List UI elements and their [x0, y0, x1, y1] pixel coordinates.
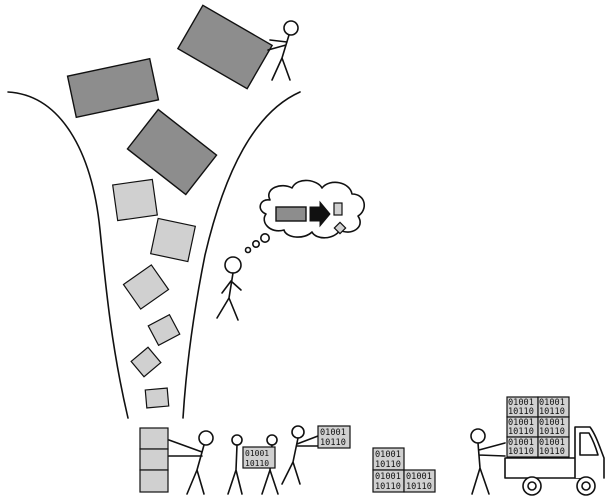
thought-dot-3 [261, 234, 269, 242]
medium-box-1 [113, 179, 158, 220]
stacking-figure [140, 428, 213, 494]
ground-left-row-1: 01001 [375, 472, 401, 482]
stack-box-3 [140, 470, 168, 492]
stack-box-1 [140, 428, 168, 449]
lifting-figure: 01001 10110 [282, 426, 350, 484]
small-box-1 [148, 315, 180, 346]
truck-wheel-rear [523, 477, 541, 495]
ground-left-row-2: 10110 [375, 482, 401, 492]
sorter-head [232, 435, 242, 445]
binary-ground-stack: 01001 10110 01001 10110 01001 10110 [373, 448, 435, 492]
funnel-left-wall [8, 92, 128, 418]
small-box-2 [131, 347, 161, 376]
truck-bed [505, 458, 585, 478]
cargo-6-row-2: 10110 [539, 447, 565, 457]
thought-box [276, 207, 306, 221]
cargo-4-row-2: 10110 [539, 427, 565, 437]
lifter-head [292, 426, 304, 438]
medium-box-3 [123, 265, 168, 309]
ground-top-row-1: 01001 [375, 450, 401, 460]
thinking-figure [217, 180, 364, 320]
stacker-head [199, 431, 213, 445]
binary-held-row-2: 10110 [245, 459, 269, 468]
sorting-figure: 01001 10110 [228, 435, 278, 494]
loader-head [471, 429, 485, 443]
medium-box-2 [151, 218, 196, 261]
pusher-head [284, 21, 298, 35]
sorter-2-head [267, 435, 277, 445]
truck-cargo: 01001 10110 01001 10110 01001 10110 0100… [507, 397, 569, 457]
falling-boxes [68, 5, 273, 408]
pusher-figure [268, 21, 298, 80]
thought-dot-1 [246, 248, 251, 253]
cargo-5-row-2: 10110 [508, 447, 534, 457]
binary-raised-row-1: 01001 [320, 428, 346, 438]
funnel-right-wall [183, 92, 300, 418]
truck-wheel-front [577, 477, 595, 495]
truck: 01001 10110 01001 10110 01001 10110 0100… [505, 397, 604, 495]
cargo-1-row-2: 10110 [508, 407, 534, 417]
cargo-3-row-2: 10110 [508, 427, 534, 437]
large-box-upper [68, 59, 159, 118]
binary-raised-row-2: 10110 [320, 438, 346, 448]
ground-top-row-2: 10110 [375, 460, 401, 470]
stack-box-2 [140, 449, 168, 470]
thought-dot-2 [253, 241, 259, 247]
small-box-3 [145, 388, 168, 408]
ground-right-row-2: 10110 [406, 482, 432, 492]
thought-small-box-1 [334, 203, 342, 215]
ground-right-row-1: 01001 [406, 472, 432, 482]
binary-held-row-1: 01001 [245, 449, 269, 458]
large-box-top [178, 5, 272, 88]
loader-figure [471, 429, 505, 494]
thinker-head [225, 257, 241, 273]
cargo-2-row-2: 10110 [539, 407, 565, 417]
